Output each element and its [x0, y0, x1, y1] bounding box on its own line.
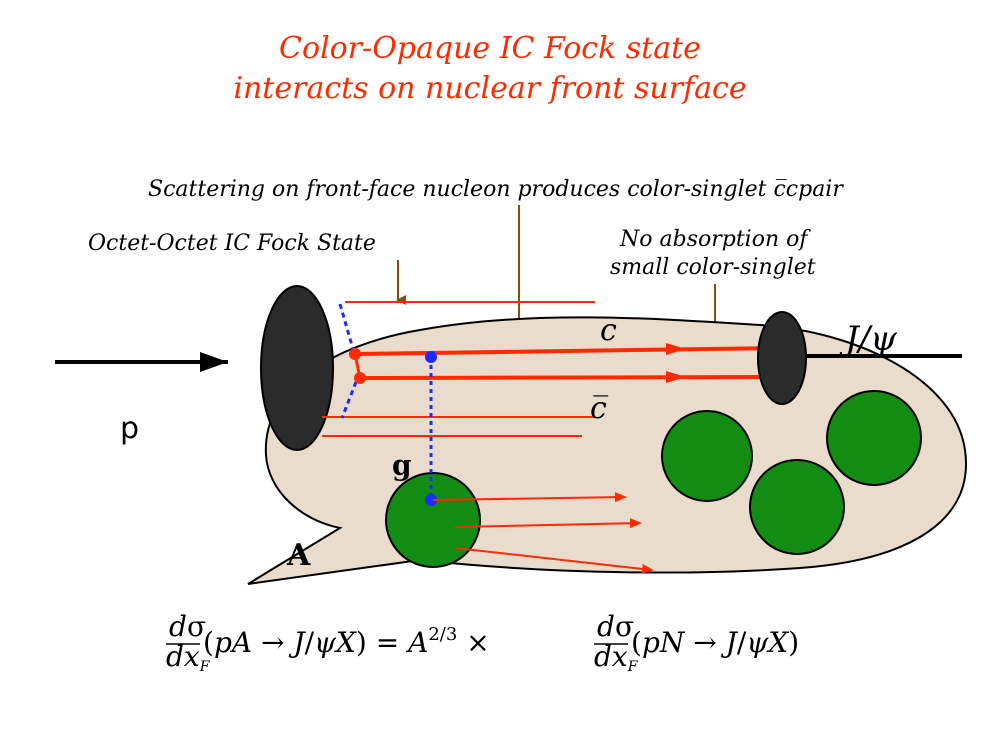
nucleon-1: [661, 410, 753, 502]
title-line-1: Color-Opaque IC Fock state: [279, 31, 701, 66]
fock-boundary-dash-upper: [338, 303, 357, 357]
charm-arrowhead: [666, 343, 686, 355]
nucleon-3: [749, 459, 845, 555]
anticharm-arrowhead: [666, 371, 686, 383]
formula-text: dσ/dx_F(pA → J/ψX) = A^{2/3} × dσ/dx_F(p…: [479, 728, 503, 731]
anticharm-label: c̅: [590, 391, 608, 426]
svg-text:dσ: dσ: [169, 610, 206, 643]
charm-label: c: [600, 313, 617, 348]
gluon-top-vertex: [425, 351, 437, 363]
svg-text:dσ: dσ: [597, 610, 634, 643]
nucleon-2: [826, 390, 922, 486]
cross-section-formula: dσ dxF (pA → J/ψX) = A2/3 × dσ dxF (pN →…: [166, 610, 799, 675]
octet-fock-state-label: Octet-Octet IC Fock State: [88, 231, 376, 256]
proton-label: p: [120, 411, 139, 446]
anticharm-vertex: [354, 372, 366, 384]
fragment-arrow-3: [454, 547, 654, 574]
jpsi-label: J/ψ: [839, 319, 897, 359]
title-line-2: interacts on nuclear front surface: [233, 71, 746, 106]
scattering-annotation: Scattering on front-face nucleon produce…: [148, 177, 844, 202]
incoming-proton-arrowhead: [200, 352, 228, 372]
struck-nucleon: [385, 472, 481, 568]
svg-text:(pN → J/ψX): (pN → J/ψX): [631, 626, 799, 659]
fragment-arrow-2: [454, 518, 642, 529]
nucleus-label: A: [286, 538, 311, 573]
svg-text:dxF: dxF: [166, 640, 211, 675]
gluon-label: g: [392, 449, 412, 482]
no-absorption-label-line-2: small color-singlet: [610, 255, 816, 280]
jpsi-blob: [757, 311, 807, 405]
charm-vertex: [349, 348, 361, 360]
proton-blob: [260, 285, 334, 451]
svg-text:dxF: dxF: [594, 640, 639, 675]
gluon-bottom-vertex: [425, 494, 437, 506]
svg-text:(pA → J/ψX) = A2/3 ×: (pA → J/ψX) = A2/3 ×: [203, 624, 490, 659]
fock-boundary-dash-lower: [340, 381, 358, 419]
no-absorption-label-line-1: No absorption of: [619, 227, 811, 252]
anticharm-quark-line: [359, 375, 776, 380]
fragment-arrow-1: [432, 492, 627, 503]
charm-quark-line: [354, 346, 779, 356]
